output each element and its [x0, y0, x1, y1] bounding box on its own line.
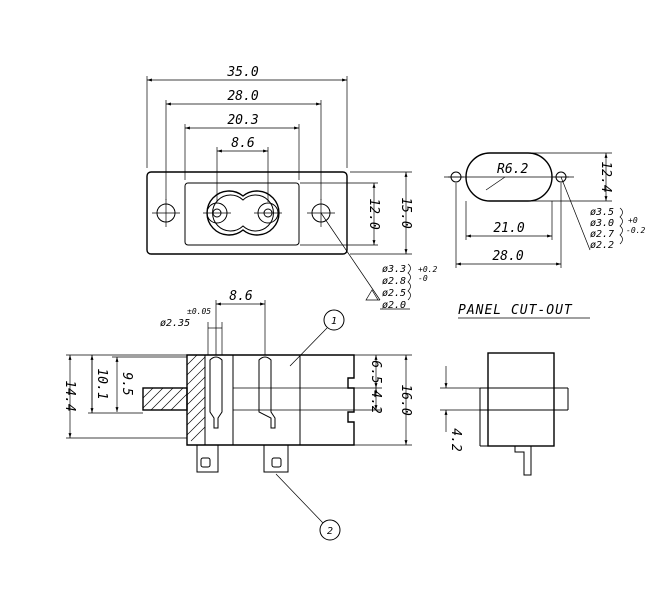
dim-6-5: 6.5 — [368, 355, 383, 388]
dim-8-6-section: 8.6 — [216, 289, 265, 306]
dim-14-4: 14.4 — [62, 355, 77, 438]
svg-text:20.3: 20.3 — [227, 113, 258, 128]
svg-text:16.0: 16.0 — [398, 384, 413, 415]
dim-r6-2: R6.2 — [485, 162, 528, 191]
svg-text:14.4: 14.4 — [62, 380, 77, 411]
callout-2: 2 — [275, 473, 341, 541]
svg-text:ø3.3: ø3.3 — [382, 264, 406, 275]
svg-text:28.0: 28.0 — [227, 89, 258, 104]
hole-callout-text: ø3.3 ø2.8 ø2.5 ø2.0 +0.2 -0 — [380, 263, 437, 311]
svg-text:10.1: 10.1 — [94, 368, 109, 399]
svg-text:4.2: 4.2 — [448, 428, 463, 452]
svg-text:R6.2: R6.2 — [497, 162, 528, 177]
socket-body — [184, 182, 300, 246]
svg-text:6.5: 6.5 — [368, 360, 383, 384]
svg-text:+0.2: +0.2 — [418, 265, 437, 274]
svg-text:ø2.2: ø2.2 — [590, 240, 614, 251]
svg-text:12.4: 12.4 — [598, 161, 613, 192]
panel-cutout-view: R6.2 12.4 21.0 28.0 ø3.5 ø3.0 ø2.7 ø2.2 … — [444, 152, 645, 319]
panel-cutout-title: PANEL CUT-OUT — [458, 303, 573, 318]
dim-15: 15.0 — [398, 172, 413, 254]
svg-text:9.5: 9.5 — [119, 372, 134, 396]
flange-outline — [146, 171, 348, 255]
contact-right — [258, 356, 276, 429]
dim-8-6: 8.6 — [217, 136, 268, 153]
svg-text:ø2.5: ø2.5 — [382, 288, 406, 299]
pin-right — [254, 202, 282, 224]
svg-text:ø2.0: ø2.0 — [382, 300, 406, 311]
figure-8-outlet-outer — [206, 190, 280, 236]
section-view: 8.6 ø2.35 ±0.05 14.4 10.1 9.5 — [62, 289, 413, 541]
svg-text:ø2.35: ø2.35 — [160, 318, 190, 329]
pin-left — [203, 202, 231, 224]
dim-9-5: 9.5 — [115, 357, 134, 412]
figure-8-outlet-inner — [212, 194, 274, 232]
svg-text:1: 1 — [331, 316, 337, 327]
dim-10-1: 10.1 — [90, 355, 109, 413]
dim-4-2-side: 4.2 — [444, 366, 463, 452]
svg-text:ø2.7: ø2.7 — [590, 229, 614, 240]
dim-4-2-section: 4.2 — [368, 388, 383, 414]
callout-1: 1 — [289, 309, 345, 367]
svg-text:+0: +0 — [628, 216, 638, 225]
side-view: 4.2 — [440, 352, 569, 476]
svg-text:±0.05: ±0.05 — [187, 307, 211, 316]
top-view: 35.0 28.0 20.3 8.6 12.0 15.0 — [146, 65, 437, 311]
svg-text:35.0: 35.0 — [226, 65, 258, 80]
svg-text:ø2.8: ø2.8 — [382, 276, 406, 287]
cutout-hole-callout: ø3.5 ø3.0 ø2.7 ø2.2 +0 -0.2 — [590, 207, 645, 251]
svg-text:8.6: 8.6 — [231, 136, 255, 151]
dim-20-3: 20.3 — [185, 113, 299, 130]
dim-28-cutout: 28.0 — [456, 249, 561, 266]
svg-text:21.0: 21.0 — [493, 221, 524, 236]
svg-text:-0.2: -0.2 — [626, 226, 645, 235]
svg-text:8.6: 8.6 — [229, 289, 253, 304]
svg-text:2: 2 — [327, 526, 333, 537]
dim-16: 16.0 — [398, 355, 413, 445]
side-terminal — [514, 446, 532, 476]
svg-text:28.0: 28.0 — [492, 249, 523, 264]
svg-text:15.0: 15.0 — [398, 197, 413, 228]
mounting-hole-left — [152, 199, 180, 227]
dim-21: 21.0 — [466, 221, 552, 238]
terminal-right — [263, 445, 289, 473]
svg-text:ø3.5: ø3.5 — [590, 207, 614, 218]
svg-text:ø3.0: ø3.0 — [590, 218, 614, 229]
dim-pin-diameter: ø2.35 ±0.05 — [160, 307, 223, 355]
svg-text:12.0: 12.0 — [366, 198, 381, 229]
svg-text:-0: -0 — [418, 274, 428, 283]
contact-left — [209, 356, 223, 429]
dim-28: 28.0 — [166, 89, 321, 106]
section-hatch — [142, 354, 206, 442]
terminal-left — [196, 445, 219, 473]
svg-text:4.2: 4.2 — [368, 390, 383, 414]
dim-12: 12.0 — [366, 183, 381, 245]
dim-12-4: 12.4 — [598, 153, 613, 201]
dim-35: 35.0 — [147, 65, 347, 82]
